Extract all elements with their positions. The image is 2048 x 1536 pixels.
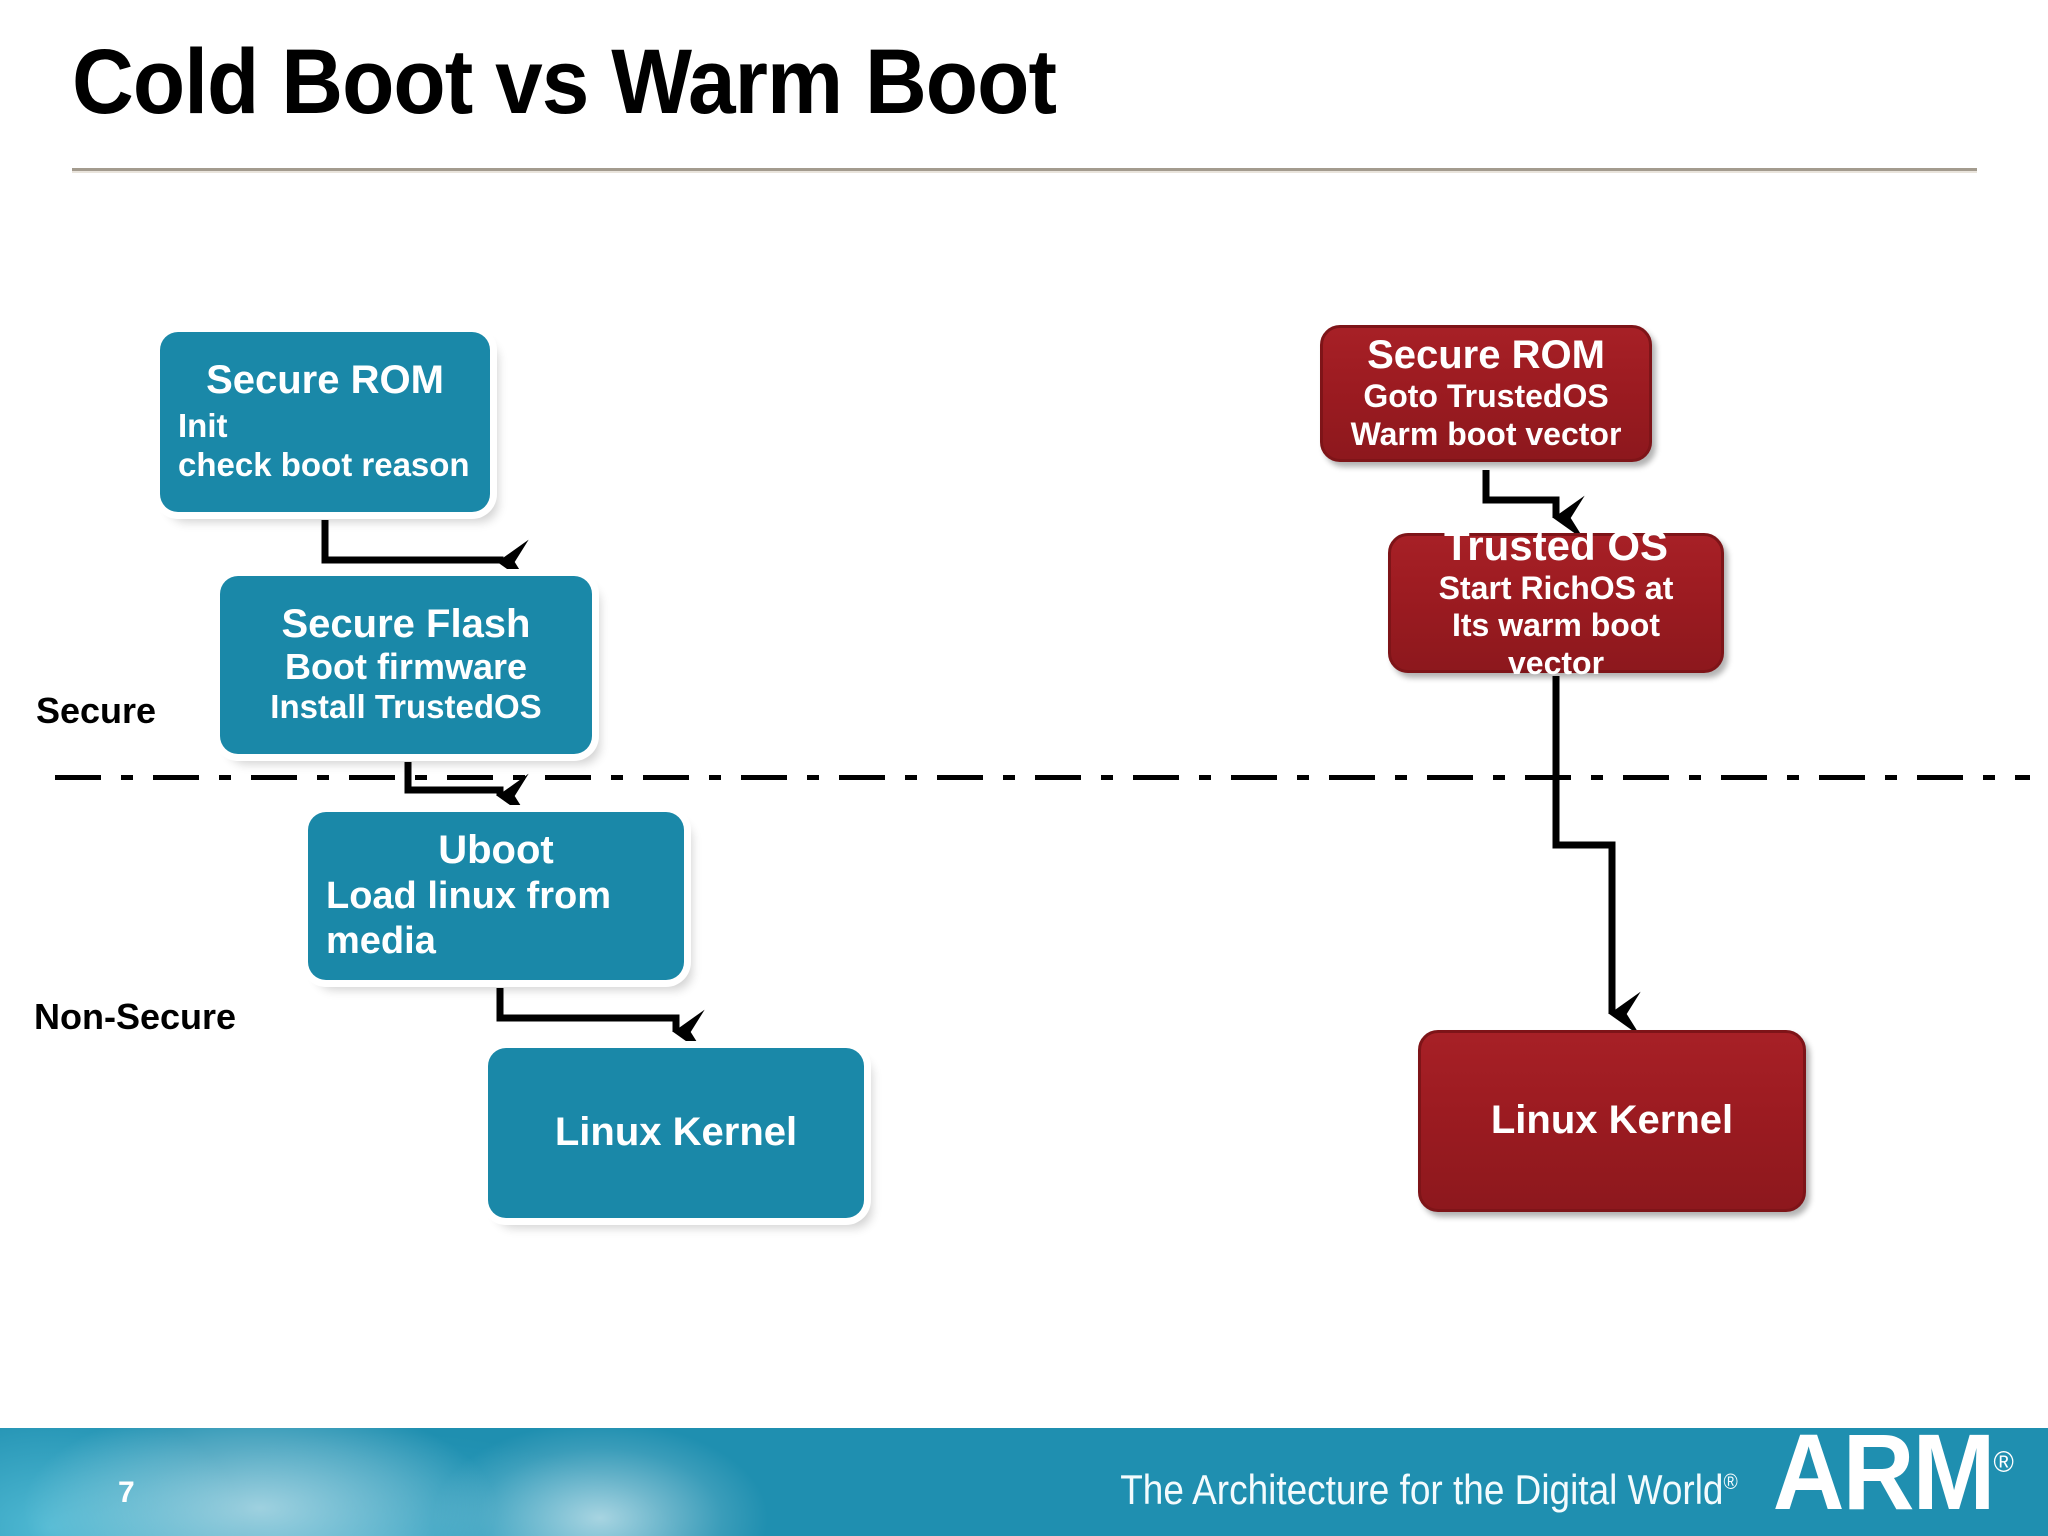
node-title: Uboot xyxy=(438,827,554,872)
arrow-rom-to-flash xyxy=(321,520,529,585)
globe-graphic xyxy=(0,1428,840,1536)
node-line-2: Its warm boot vector xyxy=(1451,607,1660,682)
node-cold-linux-kernel[interactable]: Linux Kernel xyxy=(488,1048,864,1218)
arm-logo-text: ARM xyxy=(1772,1428,1996,1532)
node-title: Linux Kernel xyxy=(1490,1098,1734,1143)
page-title: Cold Boot vs Warm Boot xyxy=(72,31,1057,133)
secure-boundary-divider xyxy=(55,775,2030,780)
arrow-flash-to-uboot xyxy=(404,762,529,819)
node-warm-secure-rom[interactable]: Secure ROM Goto TrustedOS Warm boot vect… xyxy=(1320,325,1652,462)
node-line-1: Start RichOS at xyxy=(1438,569,1674,606)
node-line-2: Install TrustedOS xyxy=(270,688,542,726)
node-cold-secure-flash[interactable]: Secure Flash Boot firmware Install Trust… xyxy=(220,576,592,754)
footer-tagline-text: The Architecture for the Digital World xyxy=(1120,1466,1724,1513)
arrow-warm-rom-to-trusted-os xyxy=(1482,470,1585,541)
title-divider-rule xyxy=(72,168,1977,173)
registered-mark-icon: ® xyxy=(1723,1469,1738,1494)
node-line-2: Warm boot vector xyxy=(1350,415,1622,452)
node-cold-uboot[interactable]: Uboot Load linux from media xyxy=(308,812,684,980)
arm-logo: ARM® xyxy=(1773,1428,2014,1526)
node-warm-linux-kernel[interactable]: Linux Kernel xyxy=(1418,1030,1806,1212)
slide-number: 7 xyxy=(118,1476,135,1509)
slide-footer: 7 The Architecture for the Digital World… xyxy=(0,1428,2048,1536)
node-title: Linux Kernel xyxy=(554,1110,798,1155)
zone-label-non-secure: Non-Secure xyxy=(34,996,237,1037)
arrow-trusted-os-to-linux xyxy=(1552,676,1641,1037)
node-line-2: media xyxy=(326,919,436,962)
node-title: Secure Flash xyxy=(281,601,531,646)
node-cold-secure-rom[interactable]: Secure ROM Init check boot reason xyxy=(160,332,490,512)
footer-tagline: The Architecture for the Digital World® xyxy=(1120,1466,1738,1514)
node-line-2: check boot reason xyxy=(178,445,470,483)
node-line-1: Goto TrustedOS xyxy=(1363,377,1609,414)
node-warm-trusted-os[interactable]: Trusted OS Start RichOS at Its warm boot… xyxy=(1388,523,1724,681)
node-line-1: Boot firmware xyxy=(284,645,528,687)
node-title: Trusted OS xyxy=(1443,522,1669,570)
zone-label-secure: Secure xyxy=(36,690,157,731)
node-title: Secure ROM xyxy=(206,358,444,403)
node-title: Secure ROM xyxy=(1367,332,1605,377)
node-line-1: Init xyxy=(178,406,228,444)
node-line-1: Load linux from xyxy=(326,874,611,917)
registered-mark-icon: ® xyxy=(1993,1446,2013,1479)
arrow-uboot-to-linux xyxy=(496,988,705,1055)
